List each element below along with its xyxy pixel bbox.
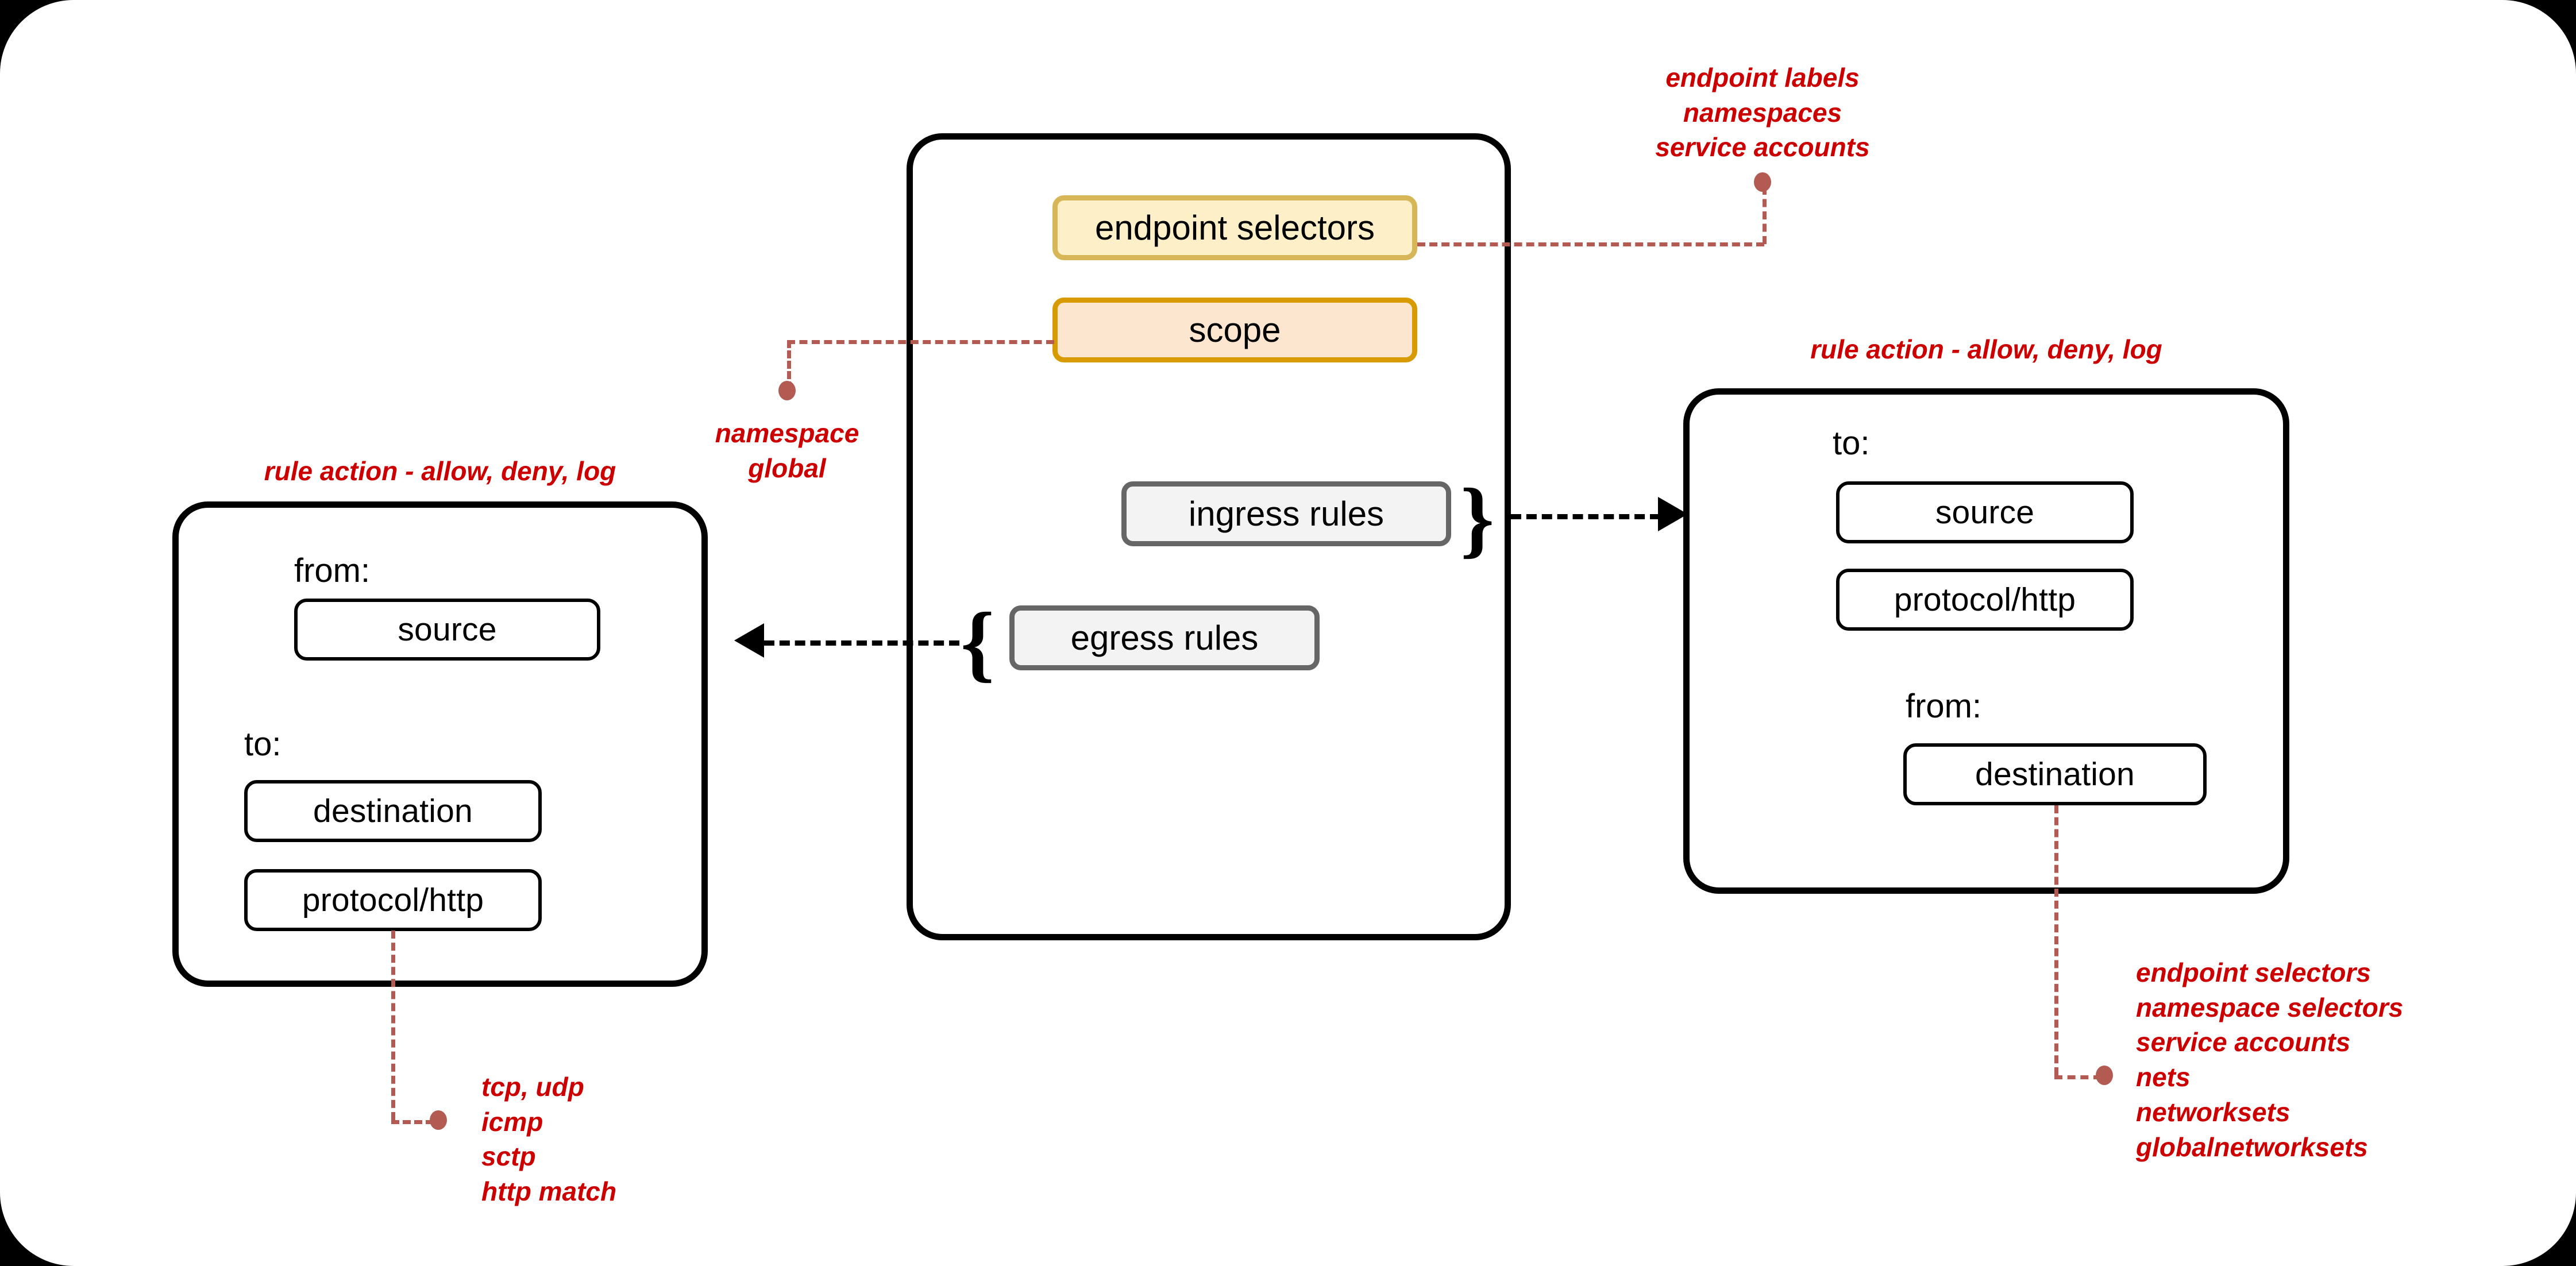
endpoint-selectors-annotation: endpoint labels namespaces service accou…	[1655, 63, 1870, 163]
ingress-to-item-source-label: source	[1935, 494, 2035, 531]
protocol-leader-vertical	[391, 931, 395, 1120]
scope-annotation: namespace global	[715, 418, 859, 483]
protocol-annotation: tcp, udp icmp sctp http match	[481, 1072, 617, 1207]
endpoint-selectors-box[interactable]: endpoint selectors	[1052, 195, 1417, 260]
scope-leader-vertical	[787, 340, 791, 389]
ingress-rule-action-annotation: rule action - allow, deny, log	[1810, 334, 2162, 364]
scope-label: scope	[1189, 311, 1281, 349]
endpoint-selectors-leader-dot	[1754, 172, 1771, 192]
ingress-flow-arrow-line	[1511, 514, 1660, 519]
egress-from-item-source-label: source	[398, 611, 497, 648]
ingress-from-label: from:	[1906, 688, 1982, 725]
ingress-to-item-protocol[interactable]: protocol/http	[1836, 569, 2134, 631]
destination-annotation: endpoint selectors namespace selectors s…	[2136, 958, 2404, 1162]
egress-to-item-destination-label: destination	[313, 793, 473, 829]
egress-to-item-protocol-label: protocol/http	[302, 882, 484, 918]
egress-rules-box[interactable]: egress rules	[1009, 605, 1320, 670]
destination-leader-horizontal	[2054, 1075, 2101, 1079]
ingress-rules-box[interactable]: ingress rules	[1121, 481, 1451, 546]
protocol-leader-horizontal	[391, 1120, 434, 1124]
endpoint-selectors-leader-vertical	[1763, 187, 1767, 244]
egress-from-label: from:	[294, 552, 371, 589]
egress-rule-action-annotation: rule action - allow, deny, log	[264, 456, 616, 486]
ingress-from-item-destination-label: destination	[1975, 756, 2135, 793]
egress-to-label: to:	[244, 725, 281, 763]
scope-leader-horizontal	[787, 340, 1054, 344]
ingress-from-item-destination[interactable]: destination	[1903, 743, 2207, 805]
egress-to-item-destination[interactable]: destination	[244, 780, 542, 842]
ingress-to-item-source[interactable]: source	[1836, 481, 2134, 543]
egress-flow-arrow-head	[734, 623, 764, 658]
destination-leader-vertical	[2054, 805, 2058, 1075]
protocol-leader-dot	[430, 1110, 447, 1130]
ingress-rules-brace: }	[1460, 471, 1495, 566]
destination-leader-dot	[2096, 1066, 2113, 1085]
egress-rules-label: egress rules	[1070, 619, 1259, 657]
scope-leader-dot	[778, 381, 796, 400]
egress-rules-brace: {	[961, 595, 995, 690]
ingress-rule-panel	[1683, 388, 2289, 894]
egress-to-item-protocol[interactable]: protocol/http	[244, 869, 542, 931]
ingress-to-label: to:	[1833, 424, 1870, 462]
ingress-to-item-protocol-label: protocol/http	[1894, 581, 2076, 618]
egress-flow-arrow-line	[764, 640, 959, 646]
ingress-rules-label: ingress rules	[1188, 495, 1385, 533]
ingress-flow-arrow-head	[1658, 497, 1688, 531]
endpoint-selectors-leader-horizontal	[1417, 242, 1764, 246]
egress-from-item-source[interactable]: source	[294, 599, 600, 661]
scope-box[interactable]: scope	[1052, 298, 1417, 362]
endpoint-selectors-label: endpoint selectors	[1095, 209, 1375, 247]
